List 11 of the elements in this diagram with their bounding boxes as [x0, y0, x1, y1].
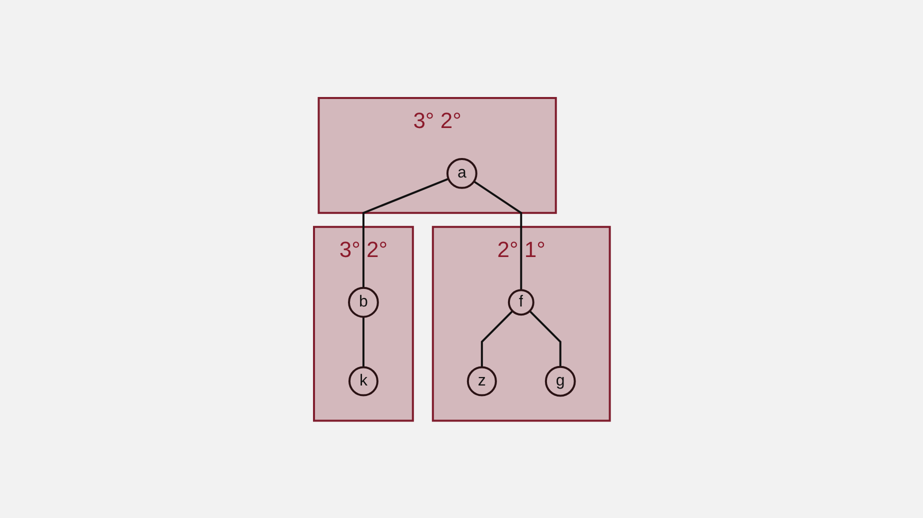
connector: [528, 310, 561, 366]
node-circle: g: [544, 365, 576, 396]
connector: [362, 316, 364, 367]
node-circle: b: [348, 286, 378, 318]
connector: [362, 178, 448, 288]
connector: [480, 310, 513, 367]
node-circle: f: [508, 288, 534, 316]
node-circle: k: [348, 366, 378, 396]
node-circle: a: [446, 158, 477, 189]
connector: [472, 180, 522, 290]
node-circle: z: [466, 366, 496, 396]
